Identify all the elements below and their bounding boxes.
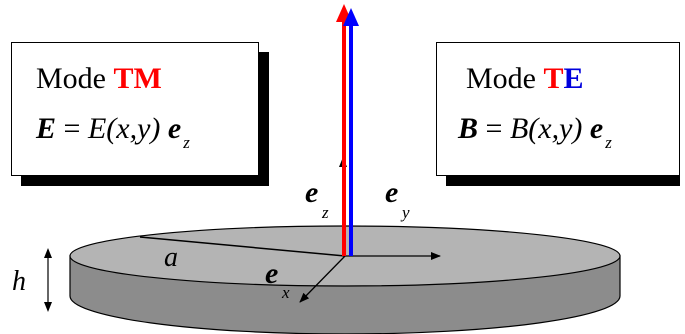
ex-axis-arrow xyxy=(299,255,346,303)
radius-label: a xyxy=(164,242,178,273)
ez-label: e xyxy=(305,176,318,209)
ex-label-sub: x xyxy=(281,283,290,302)
tm-eq-equals: = xyxy=(63,112,81,145)
tm-eq-field: E xyxy=(36,112,57,145)
ex-label: e xyxy=(265,257,278,290)
te-eq-args: (x,y) xyxy=(528,112,583,145)
te-eq-equals: = xyxy=(485,112,503,145)
ez-label-sub: z xyxy=(321,203,329,222)
tm-eq-sub: z xyxy=(183,133,190,152)
tm-eq-vec: e xyxy=(167,112,182,145)
te-mode-title: Mode TE xyxy=(466,62,584,96)
te-mode-name-e: E xyxy=(563,62,584,95)
te-eq-func: B xyxy=(509,112,529,145)
radius-line xyxy=(139,236,346,257)
te-mode-box xyxy=(436,42,680,176)
tm-eq-args: (x,y) xyxy=(106,112,161,145)
te-mode-name-t: T xyxy=(543,62,564,95)
te-eq-vec: e xyxy=(589,112,604,145)
tm-mode-word: Mode xyxy=(36,62,106,95)
tm-mode-title: Mode TM xyxy=(36,62,162,96)
tm-mode-box xyxy=(11,42,259,176)
te-field-arrow xyxy=(343,8,359,256)
tm-mode-name: TM xyxy=(113,62,162,95)
ey-label-sub: y xyxy=(400,203,410,222)
te-eq-sub: z xyxy=(605,133,612,152)
te-eq-field: B xyxy=(458,112,479,145)
te-mode-word: Mode xyxy=(466,62,536,95)
height-arrow xyxy=(44,248,52,312)
ey-label: e xyxy=(385,176,398,209)
tm-eq-func: E xyxy=(87,112,107,145)
height-label: h xyxy=(12,266,26,297)
